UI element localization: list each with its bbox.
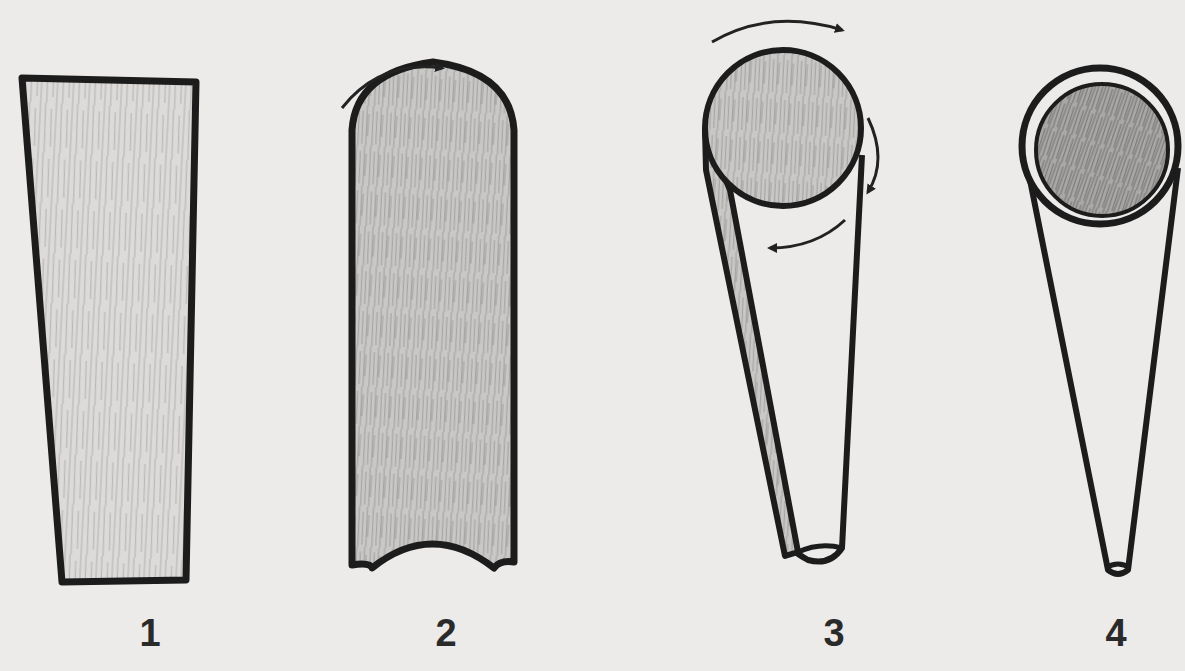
figure-number: 2 <box>435 612 456 655</box>
figure-number: 3 <box>823 612 844 655</box>
figure-number: 1 <box>139 612 160 655</box>
figure-number: 4 <box>1105 612 1126 655</box>
